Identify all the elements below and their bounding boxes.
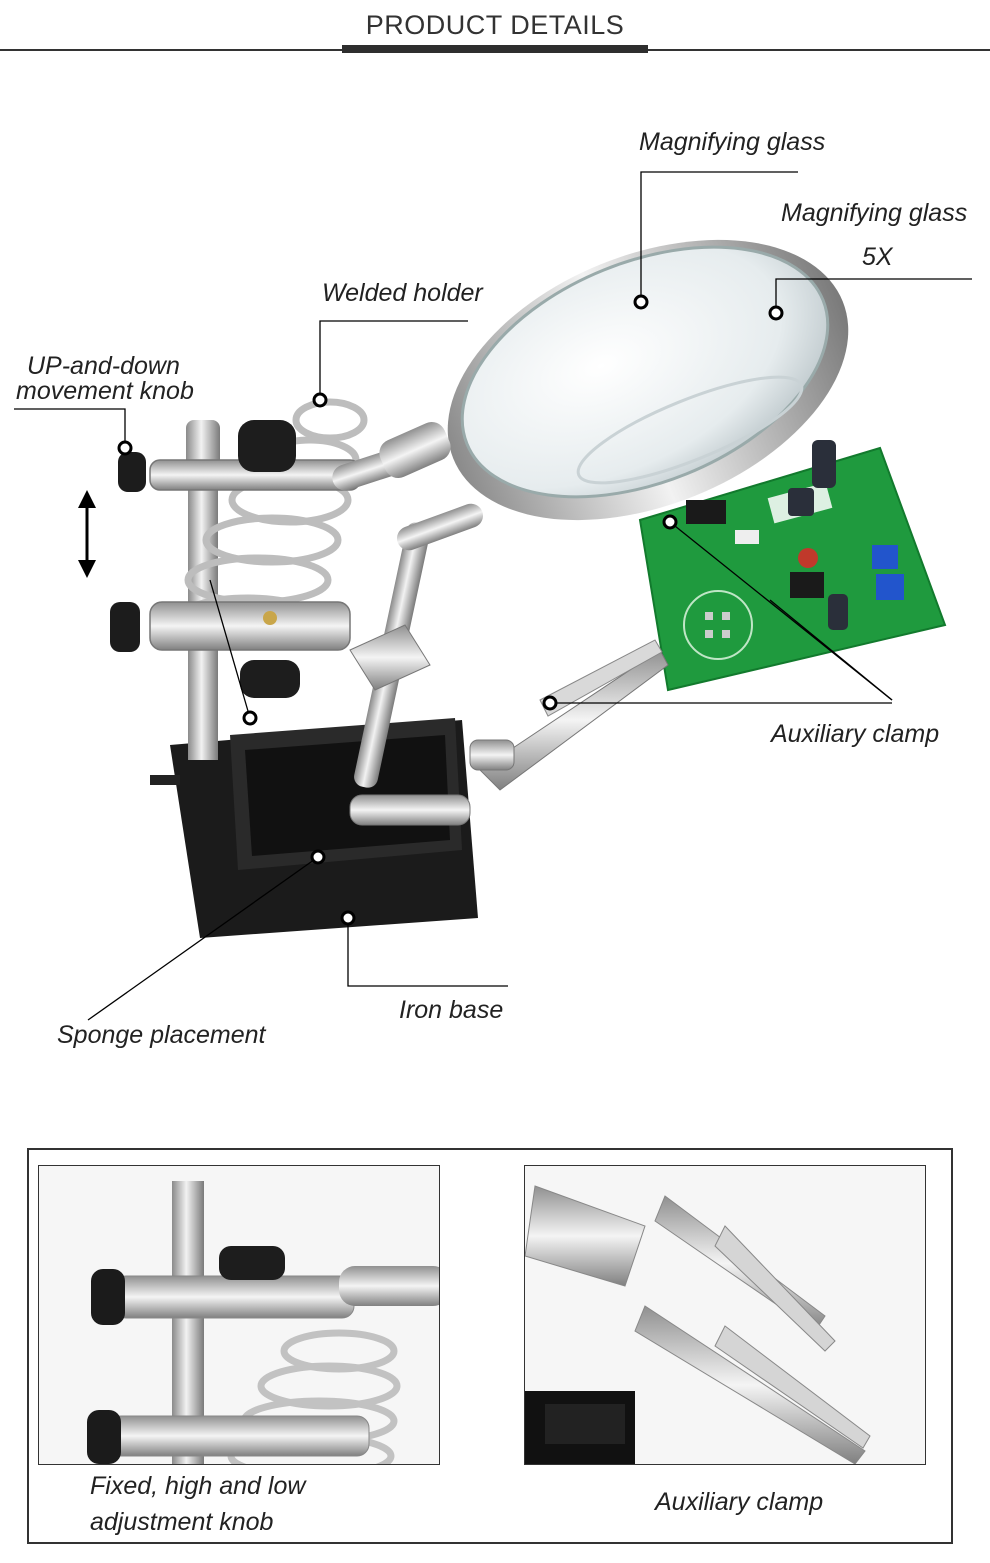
label-movement-knob-line1: UP-and-down [27, 352, 180, 380]
label-magnification-5x: 5X [862, 243, 893, 271]
label-auxiliary-clamp: Auxiliary clamp [771, 720, 940, 748]
detail-caption-auxiliary-clamp: Auxiliary clamp [655, 1488, 824, 1516]
magnifying-glass [379, 239, 849, 521]
detail-photo-auxiliary-clamp [524, 1165, 926, 1465]
label-movement-knob-line2: movement knob [16, 377, 194, 405]
articulated-arm [349, 503, 484, 826]
product-illustration [14, 171, 972, 1021]
circuit-board [638, 440, 947, 692]
detail-photo-adjustment-knob [38, 1165, 440, 1465]
label-iron-base: Iron base [399, 996, 504, 1024]
detail-caption-adjustment-knob: Fixed, high and low adjustment knob [90, 1468, 305, 1540]
label-welded-holder: Welded holder [322, 279, 483, 307]
header-underline [342, 45, 648, 53]
label-magnifying-glass-5x: Magnifying glass [781, 199, 968, 227]
callout-leader-lines [14, 171, 972, 1021]
detail-caption-line1: Fixed, high and low [90, 1472, 306, 1500]
section-title: PRODUCT DETAILS [365, 10, 625, 40]
iron-base [150, 718, 478, 938]
callout-markers [117, 294, 784, 926]
up-down-arrow-icon [78, 490, 96, 578]
label-magnifying-glass: Magnifying glass [639, 128, 826, 156]
detail-panel [27, 1148, 953, 1544]
detail-caption-line2: adjustment knob [90, 1508, 274, 1536]
alligator-clip [469, 639, 669, 791]
label-sponge-placement: Sponge placement [57, 1021, 266, 1049]
lower-clamp-arm [110, 601, 351, 698]
